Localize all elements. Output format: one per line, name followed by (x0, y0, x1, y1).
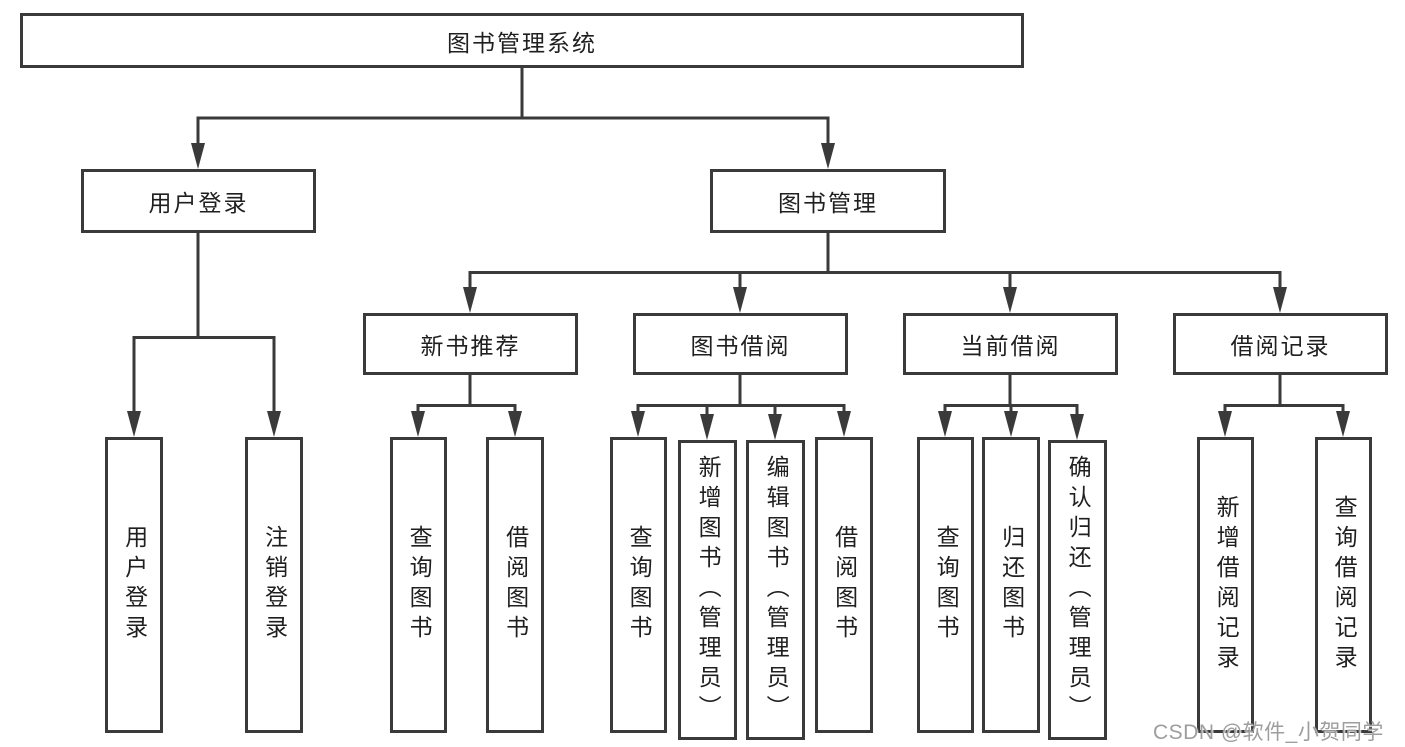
node-new-book-recommend: 新书推荐 (363, 313, 578, 375)
arrowhead-icon (463, 287, 477, 313)
leaf-query-borrow-record: 查询借阅记录 (1315, 437, 1372, 733)
node-label: 用户登录 (121, 525, 148, 645)
leaf-add-borrow-record: 新增借阅记录 (1197, 437, 1254, 733)
leaf-user-login: 用户登录 (105, 437, 163, 733)
book-borrow-section-connectors (631, 375, 851, 440)
arrowhead-icon (1004, 411, 1018, 437)
node-label: 借阅图书 (831, 525, 858, 645)
node-book-management-system: 图书管理系统 (20, 13, 1024, 68)
node-label: 归还图书 (998, 525, 1025, 645)
arrowhead-icon (837, 411, 851, 437)
node-label: 新增图书（管理员） (695, 455, 722, 725)
arrowhead-icon (938, 411, 952, 437)
node-label: 查询图书 (406, 525, 433, 645)
node-book-management: 图书管理 (710, 169, 946, 233)
node-label: 新增借阅记录 (1213, 495, 1240, 675)
user-login-branch-connectors (127, 233, 281, 437)
node-label: 确认归还（管理员） (1065, 455, 1092, 725)
leaf-confirm-return-admin: 确认归还（管理员） (1048, 440, 1107, 740)
book-management-branch-connectors (463, 233, 1287, 313)
leaf-borrow-books-newbook: 借阅图书 (486, 437, 544, 733)
arrowhead-icon (1070, 414, 1084, 440)
node-book-borrow: 图书借阅 (633, 313, 848, 375)
node-label: 查询借阅记录 (1331, 495, 1358, 675)
node-label: 查询图书 (626, 525, 653, 645)
root-branch-connectors (191, 68, 835, 169)
node-user-login: 用户登录 (81, 169, 316, 233)
arrowhead-icon (191, 143, 205, 169)
arrowhead-icon (1273, 287, 1287, 313)
watermark: CSDN @软件_小贺同学 (1153, 721, 1384, 744)
arrowhead-icon (821, 143, 835, 169)
arrowhead-icon (733, 287, 747, 313)
node-label: 注销登录 (261, 525, 288, 645)
arrowhead-icon (508, 411, 522, 437)
arrowhead-icon (700, 414, 714, 440)
leaf-logout: 注销登录 (245, 437, 303, 733)
arrowhead-icon (127, 411, 141, 437)
arrowhead-icon (768, 414, 782, 440)
node-label: 编辑图书（管理员） (763, 455, 790, 725)
current-borrow-section-connectors (938, 375, 1084, 440)
new-book-section-connectors (411, 375, 522, 437)
arrowhead-icon (1218, 411, 1232, 437)
leaf-add-book-admin: 新增图书（管理员） (678, 440, 737, 740)
node-borrow-records: 借阅记录 (1173, 313, 1388, 375)
node-label: 查询图书 (933, 525, 960, 645)
leaf-query-books-newbook: 查询图书 (390, 437, 447, 733)
leaf-query-books-borrow: 查询图书 (610, 437, 667, 733)
arrowhead-icon (267, 411, 281, 437)
leaf-query-books-current: 查询图书 (917, 437, 974, 733)
leaf-borrow-books-borrow: 借阅图书 (815, 437, 873, 733)
arrowhead-icon (1003, 287, 1017, 313)
borrow-records-section-connectors (1218, 375, 1350, 437)
leaf-return-book: 归还图书 (982, 437, 1040, 733)
arrowhead-icon (1336, 411, 1350, 437)
node-label: 借阅图书 (502, 525, 529, 645)
leaf-edit-book-admin: 编辑图书（管理员） (746, 440, 805, 740)
arrowhead-icon (631, 411, 645, 437)
node-current-borrow: 当前借阅 (903, 313, 1118, 375)
arrowhead-icon (411, 411, 425, 437)
